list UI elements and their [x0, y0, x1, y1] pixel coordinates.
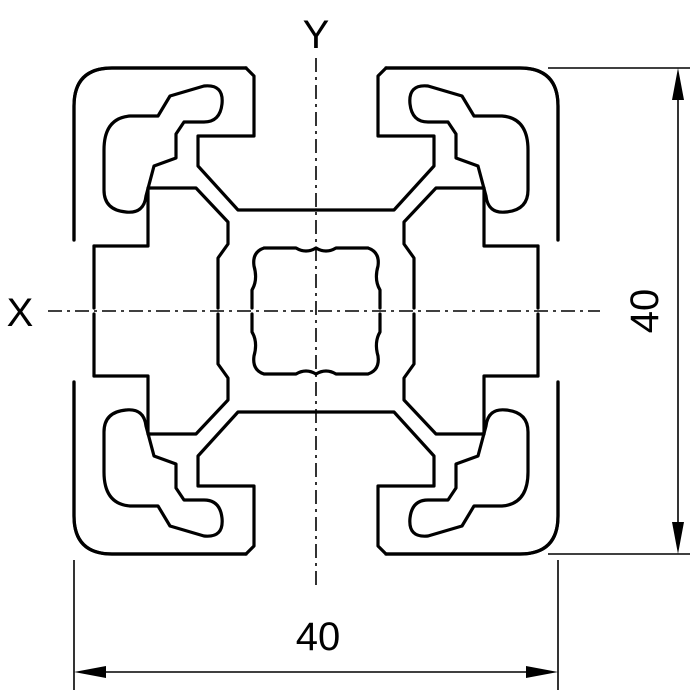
height-dimension	[548, 67, 690, 555]
arrowhead	[74, 666, 106, 678]
aluminum-profile-section	[72, 66, 560, 556]
width-dimension-label: 40	[296, 615, 341, 659]
arrowhead	[672, 68, 684, 100]
height-dimension-label: 40	[623, 289, 667, 334]
arrowhead	[526, 666, 558, 678]
width-dimension	[73, 560, 559, 690]
x-axis-label: X	[7, 291, 34, 335]
arrowhead	[672, 522, 684, 554]
y-axis-label: Y	[303, 13, 330, 57]
